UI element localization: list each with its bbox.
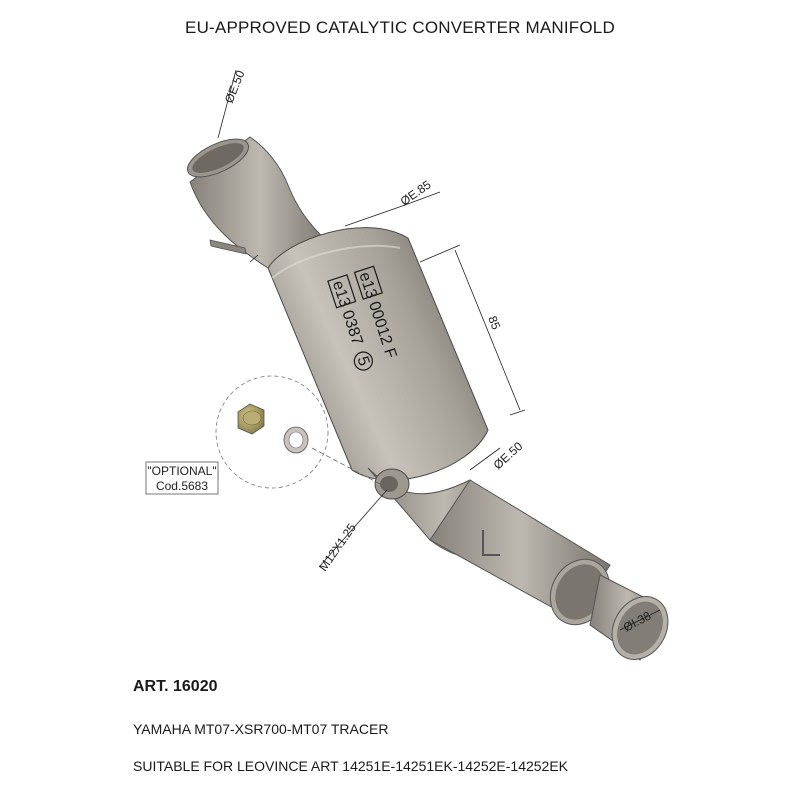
optional-detail: "OPTIONAL" Cod.5683: [145, 375, 381, 495]
washer-icon: [283, 426, 309, 454]
outlet-pipe: [367, 467, 669, 661]
optional-code: Cod.5683: [156, 479, 208, 493]
dimension-lines: [217, 69, 661, 631]
page-title: EU-APPROVED CATALYTIC CONVERTER MANIFOLD: [185, 18, 615, 37]
inlet-pipe: [187, 136, 331, 269]
plug-icon: [237, 403, 265, 435]
optional-label: "OPTIONAL": [147, 464, 216, 478]
suitable-line: SUITABLE FOR LEOVINCE ART 14251E-14251EK…: [133, 758, 569, 774]
article-number: ART. 16020: [133, 678, 218, 695]
model-line: YAMAHA MT07-XSR700-MT07 TRACER: [133, 721, 389, 737]
inlet-diameter-label: ØE.50: [222, 68, 248, 105]
body-diameter-label: ØE.85: [398, 177, 434, 208]
sensor-boss: [374, 468, 410, 500]
body-length-label: 85: [485, 314, 503, 332]
thread-label: M12X1.25: [316, 521, 359, 574]
outlet-diameter-label: ØE.50: [491, 439, 526, 472]
